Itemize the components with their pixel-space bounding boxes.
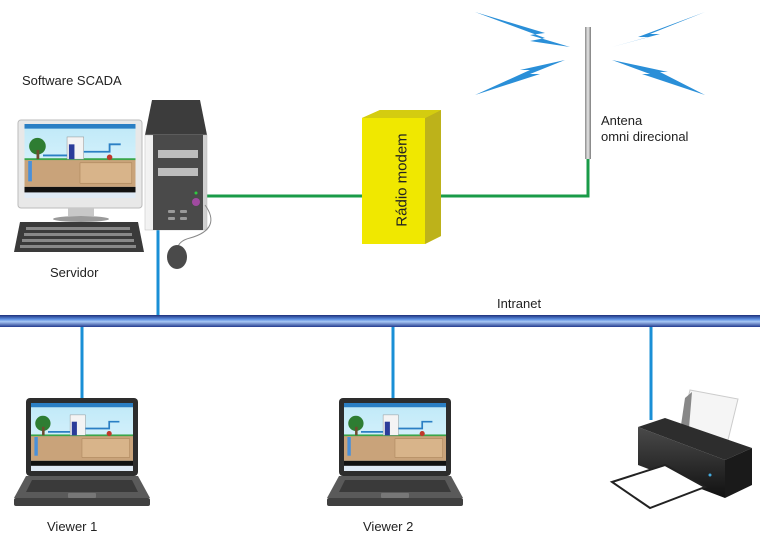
antenna-label-line2: omni direcional [601, 129, 689, 144]
server-software-label: Software SCADA [22, 73, 122, 88]
monitor-icon [17, 119, 143, 222]
mouse-icon [167, 204, 212, 269]
radio-modem-icon [362, 110, 441, 244]
radio-modem-label: Rádio modem [393, 133, 411, 227]
intranet-label: Intranet [497, 296, 542, 311]
viewer2-label: Viewer 2 [363, 519, 414, 534]
viewer1-label: Viewer 1 [47, 519, 98, 534]
laptop-icon [327, 398, 463, 506]
printer-icon [609, 389, 752, 510]
pc-tower-icon [144, 100, 208, 231]
link-modem-antenna [433, 159, 590, 198]
intranet-bus [0, 315, 760, 327]
antenna-label-line1: Antena [601, 113, 643, 128]
server-label: Servidor [50, 265, 99, 280]
radio-waves-icon [475, 12, 705, 95]
keyboard-icon [14, 222, 144, 252]
laptop-icon [14, 398, 150, 506]
antenna-icon [585, 27, 591, 159]
